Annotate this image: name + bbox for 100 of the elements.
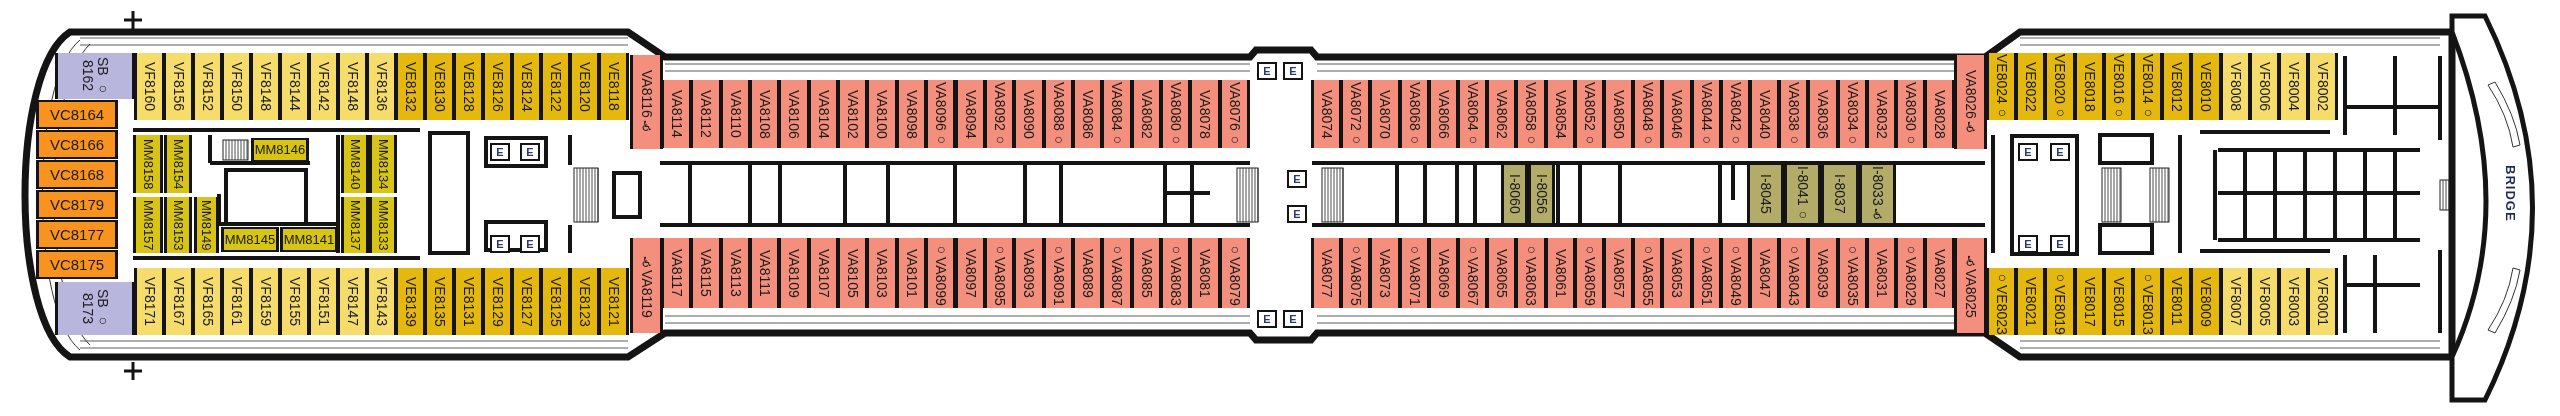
cabin-number: VA8052○ [1582,81,1597,147]
cabin-number: VF8142 [316,61,331,111]
cabin-number: VE8118 [606,62,621,111]
cabin-number: VA8096○ [933,81,949,147]
cabin-number: VF8007 [2227,276,2243,326]
cabin-number: VC8177 [49,226,105,243]
cabin [1895,238,1927,308]
cabin-number: ○VA8043 [1786,240,1802,306]
cabin-number: VA8050 [1611,89,1626,139]
cabin [36,220,118,249]
cabin [1986,268,2018,335]
cabin [163,53,194,120]
cabin-number: VE8126 [490,61,505,112]
cabin-number: MM8137 [348,199,362,251]
cabin [1486,238,1518,308]
cabin [2307,53,2339,120]
cabin-number: VE8011 [2169,277,2185,326]
cabin-number: VE8012 [2169,61,2185,112]
cabin-number: VA8027 [1932,248,1948,298]
cabin [279,53,310,120]
cabin [1457,238,1489,308]
cabin [749,238,781,308]
elevator-sign: E [2050,235,2070,253]
cabin [1821,165,1859,223]
cabin-number: VA8103 [874,248,890,298]
cabin [1986,53,2018,120]
cabin-number: I-8041○ [1795,166,1810,222]
cabin [337,53,368,120]
cabin [36,130,118,159]
cabin-number: VF8148 [258,61,273,111]
cabin-number: VE8020○ [2052,53,2068,120]
cabin-number: VC8179 [49,196,105,213]
cabin-number: VA8046 [1669,89,1685,139]
cabin-number: VE8021 [2023,276,2039,327]
cabin [1515,238,1547,308]
cabin [661,80,693,148]
cabin-number: ○VA8075 [1348,240,1364,306]
cabin [308,268,339,335]
cabin-number: VA8111 [757,249,773,297]
cabin-number: VE8022 [2023,61,2039,112]
cabin-number: ○VA8055 [1640,240,1656,306]
cabin-number: VF8002 [2315,61,2331,111]
elevator-sign: E [2050,143,2070,161]
cabin-number: VE8122 [548,61,563,112]
cabin-number: I-8037 [1832,174,1848,214]
cabin-number: VA8036 [1815,89,1831,139]
cabin [133,135,163,193]
bridge-label: BRIDGE [2503,165,2518,222]
cabin [1954,55,1987,149]
elevator-sign: E [490,235,510,253]
cabin-number: ○VA8091 [1050,240,1066,306]
cabin-number: VA8054 [1552,89,1568,139]
cabin-number: VF8156 [171,61,186,111]
cabin [221,268,252,335]
cabin [690,80,722,148]
cabin [837,80,869,148]
cabin-number: MM8141 [283,232,335,247]
cabin-number: VA8094 [962,89,978,139]
cabin [569,268,600,335]
cabin [134,53,165,120]
cabin [925,80,957,148]
cabin [453,53,484,120]
cabin [630,55,663,149]
cabin-number: VE8132 [403,61,418,112]
cabin [1101,80,1133,148]
cabin [36,250,118,279]
cabin-number: ○VA8029 [1903,240,1918,306]
cabin-number: VE8017 [2081,276,2097,327]
cabin [1218,80,1250,148]
cabin-number: MM8140 [348,138,362,190]
cabin-number: VE8009 [2198,276,2214,327]
cabin-number: VA8077 [1319,248,1334,298]
cabin-number: VA8097 [962,248,978,298]
cabin-number: VA8078 [1197,89,1213,139]
cabin [1515,80,1547,148]
cabin-number: VA8115 [698,249,714,297]
cabin-number: VA8058○ [1523,81,1539,147]
cabin [2161,268,2193,335]
cabin-number: VA8117 [669,249,684,297]
cabin [1924,80,1956,148]
cabin [2015,53,2047,120]
cabin-number: VA8064○ [1465,81,1480,147]
cabin-number: I-8056 [1534,174,1549,214]
elevator-sign: E [1287,170,1307,188]
elevator-sign: E [1257,310,1277,328]
cabin-number: VA8105 [845,248,861,298]
cabin [395,268,426,335]
cabin-number: VA8072○ [1348,81,1364,147]
cabin-number: VF8147 [345,276,360,326]
cabin [55,282,135,335]
cabin-number: VE8018 [2081,61,2097,112]
cabin [2044,53,2076,120]
cabin [598,268,629,335]
cabin-number: MM8154 [171,138,185,190]
cabin [1749,80,1781,148]
cabin [866,238,898,308]
cabin [1747,165,1784,223]
elevator-sign: E [1257,62,1277,80]
cabin-number: VF8003 [2286,276,2301,326]
cabin-number: VE8123 [577,276,592,327]
